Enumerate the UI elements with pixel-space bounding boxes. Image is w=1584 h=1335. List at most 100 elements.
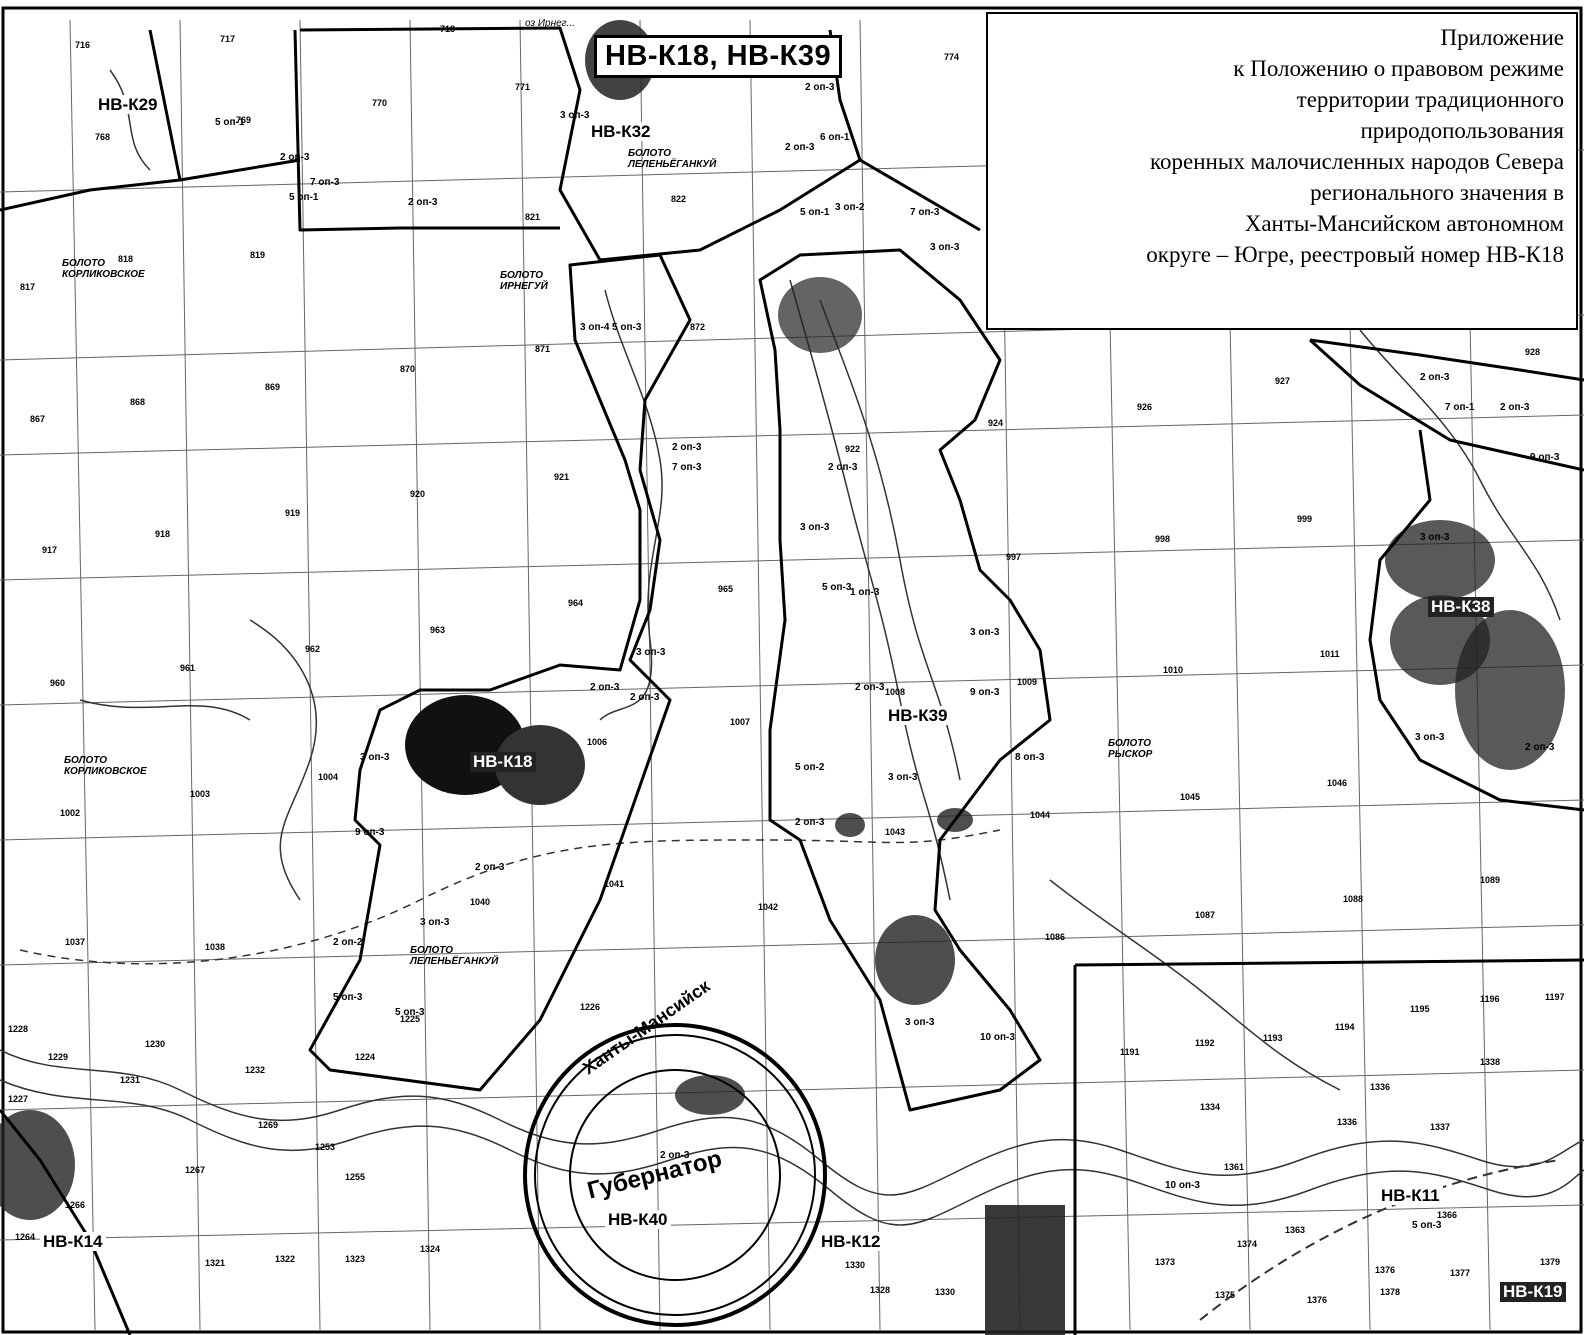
svg-text:768: 768 — [95, 132, 110, 142]
svg-text:1266: 1266 — [65, 1200, 85, 1210]
appendix-note: Приложение к Положению о правовом режиме… — [986, 12, 1578, 330]
svg-text:819: 819 — [250, 250, 265, 260]
territory-boundaries — [0, 26, 1584, 1335]
territory-label-k11: НВ-К11 — [1378, 1186, 1443, 1205]
svg-text:1376: 1376 — [1307, 1295, 1327, 1305]
svg-text:1379: 1379 — [1540, 1257, 1560, 1267]
svg-text:924: 924 — [988, 418, 1003, 428]
svg-text:1330: 1330 — [845, 1260, 865, 1270]
svg-text:7 оп-1: 7 оп-1 — [1445, 402, 1475, 413]
territory-label-k29: НВ-К29 — [95, 95, 161, 114]
svg-text:10 оп-3: 10 оп-3 — [980, 1032, 1015, 1043]
bog-label-korlikovskoe-top: БОЛОТО КОРЛИКОВСКОЕ — [62, 258, 145, 280]
svg-text:3 оп-3: 3 оп-3 — [636, 647, 666, 658]
svg-text:919: 919 — [285, 508, 300, 518]
svg-text:1322: 1322 — [275, 1254, 295, 1264]
svg-text:7 оп-3: 7 оп-3 — [910, 207, 940, 218]
svg-text:5 оп-1: 5 оп-1 — [215, 117, 245, 128]
svg-text:1374: 1374 — [1237, 1239, 1257, 1249]
svg-text:821: 821 — [525, 212, 540, 222]
territory-label-k40: НВ-К40 — [605, 1210, 671, 1229]
svg-text:1224: 1224 — [355, 1052, 375, 1062]
svg-text:1232: 1232 — [245, 1065, 265, 1075]
svg-text:2 оп-3: 2 оп-3 — [1500, 402, 1530, 413]
svg-text:3 оп-3: 3 оп-3 — [420, 917, 450, 928]
svg-text:1330: 1330 — [935, 1287, 955, 1297]
svg-text:771: 771 — [515, 82, 530, 92]
svg-text:5 оп-3: 5 оп-3 — [822, 582, 852, 593]
svg-text:926: 926 — [1137, 402, 1152, 412]
svg-text:920: 920 — [410, 489, 425, 499]
svg-text:1003: 1003 — [190, 789, 210, 799]
svg-text:1324: 1324 — [420, 1244, 440, 1254]
svg-text:1378: 1378 — [1380, 1287, 1400, 1297]
svg-text:716: 716 — [75, 40, 90, 50]
svg-text:1045: 1045 — [1180, 792, 1200, 802]
lake-label: оз Ирнег... — [525, 18, 575, 29]
svg-text:7 оп-3: 7 оп-3 — [672, 462, 702, 473]
svg-text:867: 867 — [30, 414, 45, 424]
svg-text:2 оп-3: 2 оп-3 — [475, 862, 505, 873]
svg-text:922: 922 — [845, 444, 860, 454]
svg-text:917: 917 — [42, 545, 57, 555]
svg-text:1193: 1193 — [1263, 1033, 1283, 1043]
svg-text:1255: 1255 — [345, 1172, 365, 1182]
svg-text:9 оп-3: 9 оп-3 — [970, 687, 1000, 698]
svg-text:1373: 1373 — [1155, 1257, 1175, 1267]
appendix-line: регионального значения в — [1310, 180, 1564, 205]
svg-text:1338: 1338 — [1480, 1057, 1500, 1067]
svg-text:1336: 1336 — [1370, 1082, 1390, 1092]
svg-text:2 оп-3: 2 оп-3 — [795, 817, 825, 828]
svg-text:997: 997 — [1006, 552, 1021, 562]
svg-text:961: 961 — [180, 663, 195, 673]
svg-text:1225: 1225 — [400, 1014, 420, 1024]
svg-text:7 оп-3: 7 оп-3 — [310, 177, 340, 188]
svg-text:1269: 1269 — [258, 1120, 278, 1130]
svg-text:3 оп-4: 3 оп-4 — [580, 322, 610, 333]
svg-text:1009: 1009 — [1017, 677, 1037, 687]
svg-text:2 оп-3: 2 оп-3 — [805, 82, 835, 93]
svg-text:1191: 1191 — [1120, 1047, 1140, 1057]
road-k11 — [1199, 1159, 1561, 1321]
svg-text:928: 928 — [1525, 347, 1540, 357]
svg-text:1197: 1197 — [1545, 992, 1565, 1002]
svg-text:964: 964 — [568, 598, 583, 608]
svg-text:1010: 1010 — [1163, 665, 1183, 675]
svg-text:1323: 1323 — [345, 1254, 365, 1264]
governor-stamp — [523, 1023, 827, 1327]
svg-text:1037: 1037 — [65, 937, 85, 947]
svg-text:2 оп-3: 2 оп-3 — [630, 692, 660, 703]
svg-text:718: 718 — [440, 24, 455, 34]
territory-label-k12: НВ-К12 — [818, 1232, 884, 1251]
svg-text:5 оп-3: 5 оп-3 — [395, 1007, 425, 1018]
svg-text:2 оп-3: 2 оп-3 — [855, 682, 885, 693]
svg-text:2 оп-3: 2 оп-3 — [785, 142, 815, 153]
svg-text:1006: 1006 — [587, 737, 607, 747]
svg-text:5 оп-3: 5 оп-3 — [1412, 1220, 1442, 1231]
svg-text:6 оп-1: 6 оп-1 — [820, 132, 850, 143]
svg-text:871: 871 — [535, 344, 550, 354]
svg-text:872: 872 — [690, 322, 705, 332]
svg-text:3 оп-3: 3 оп-3 — [1420, 532, 1450, 543]
svg-text:2 оп-3: 2 оп-3 — [672, 442, 702, 453]
svg-text:1226: 1226 — [580, 1002, 600, 1012]
svg-text:1089: 1089 — [1480, 875, 1500, 885]
appendix-line: к Положению о правовом режиме — [1233, 56, 1564, 81]
svg-text:1230: 1230 — [145, 1039, 165, 1049]
svg-text:1004: 1004 — [318, 772, 338, 782]
bog-label-lelenyeegankui-top: БОЛОТО ЛЕЛЕНЬЁГАНКУЙ — [628, 148, 717, 170]
svg-text:3 оп-3: 3 оп-3 — [1415, 732, 1445, 743]
territory-label-k32: НВ-К32 — [588, 122, 654, 141]
bog-label-korlikovskoe-mid: БОЛОТО КОРЛИКОВСКОЕ — [64, 755, 147, 777]
svg-text:1377: 1377 — [1450, 1268, 1470, 1278]
svg-text:1337: 1337 — [1430, 1122, 1450, 1132]
territory-label-k19: НВ-К19 — [1500, 1282, 1566, 1302]
svg-text:1264: 1264 — [15, 1232, 35, 1242]
svg-text:5 оп-1: 5 оп-1 — [289, 192, 319, 203]
svg-text:1321: 1321 — [205, 1258, 225, 1268]
svg-text:1043: 1043 — [885, 827, 905, 837]
habitat-marks: 3 оп-3 5 оп-3 3 оп-4 2 оп-3 7 оп-3 2 оп-3 3 … — [215, 82, 1560, 1231]
svg-text:2 оп-3: 2 оп-3 — [1525, 742, 1555, 753]
svg-text:1228: 1228 — [8, 1024, 28, 1034]
